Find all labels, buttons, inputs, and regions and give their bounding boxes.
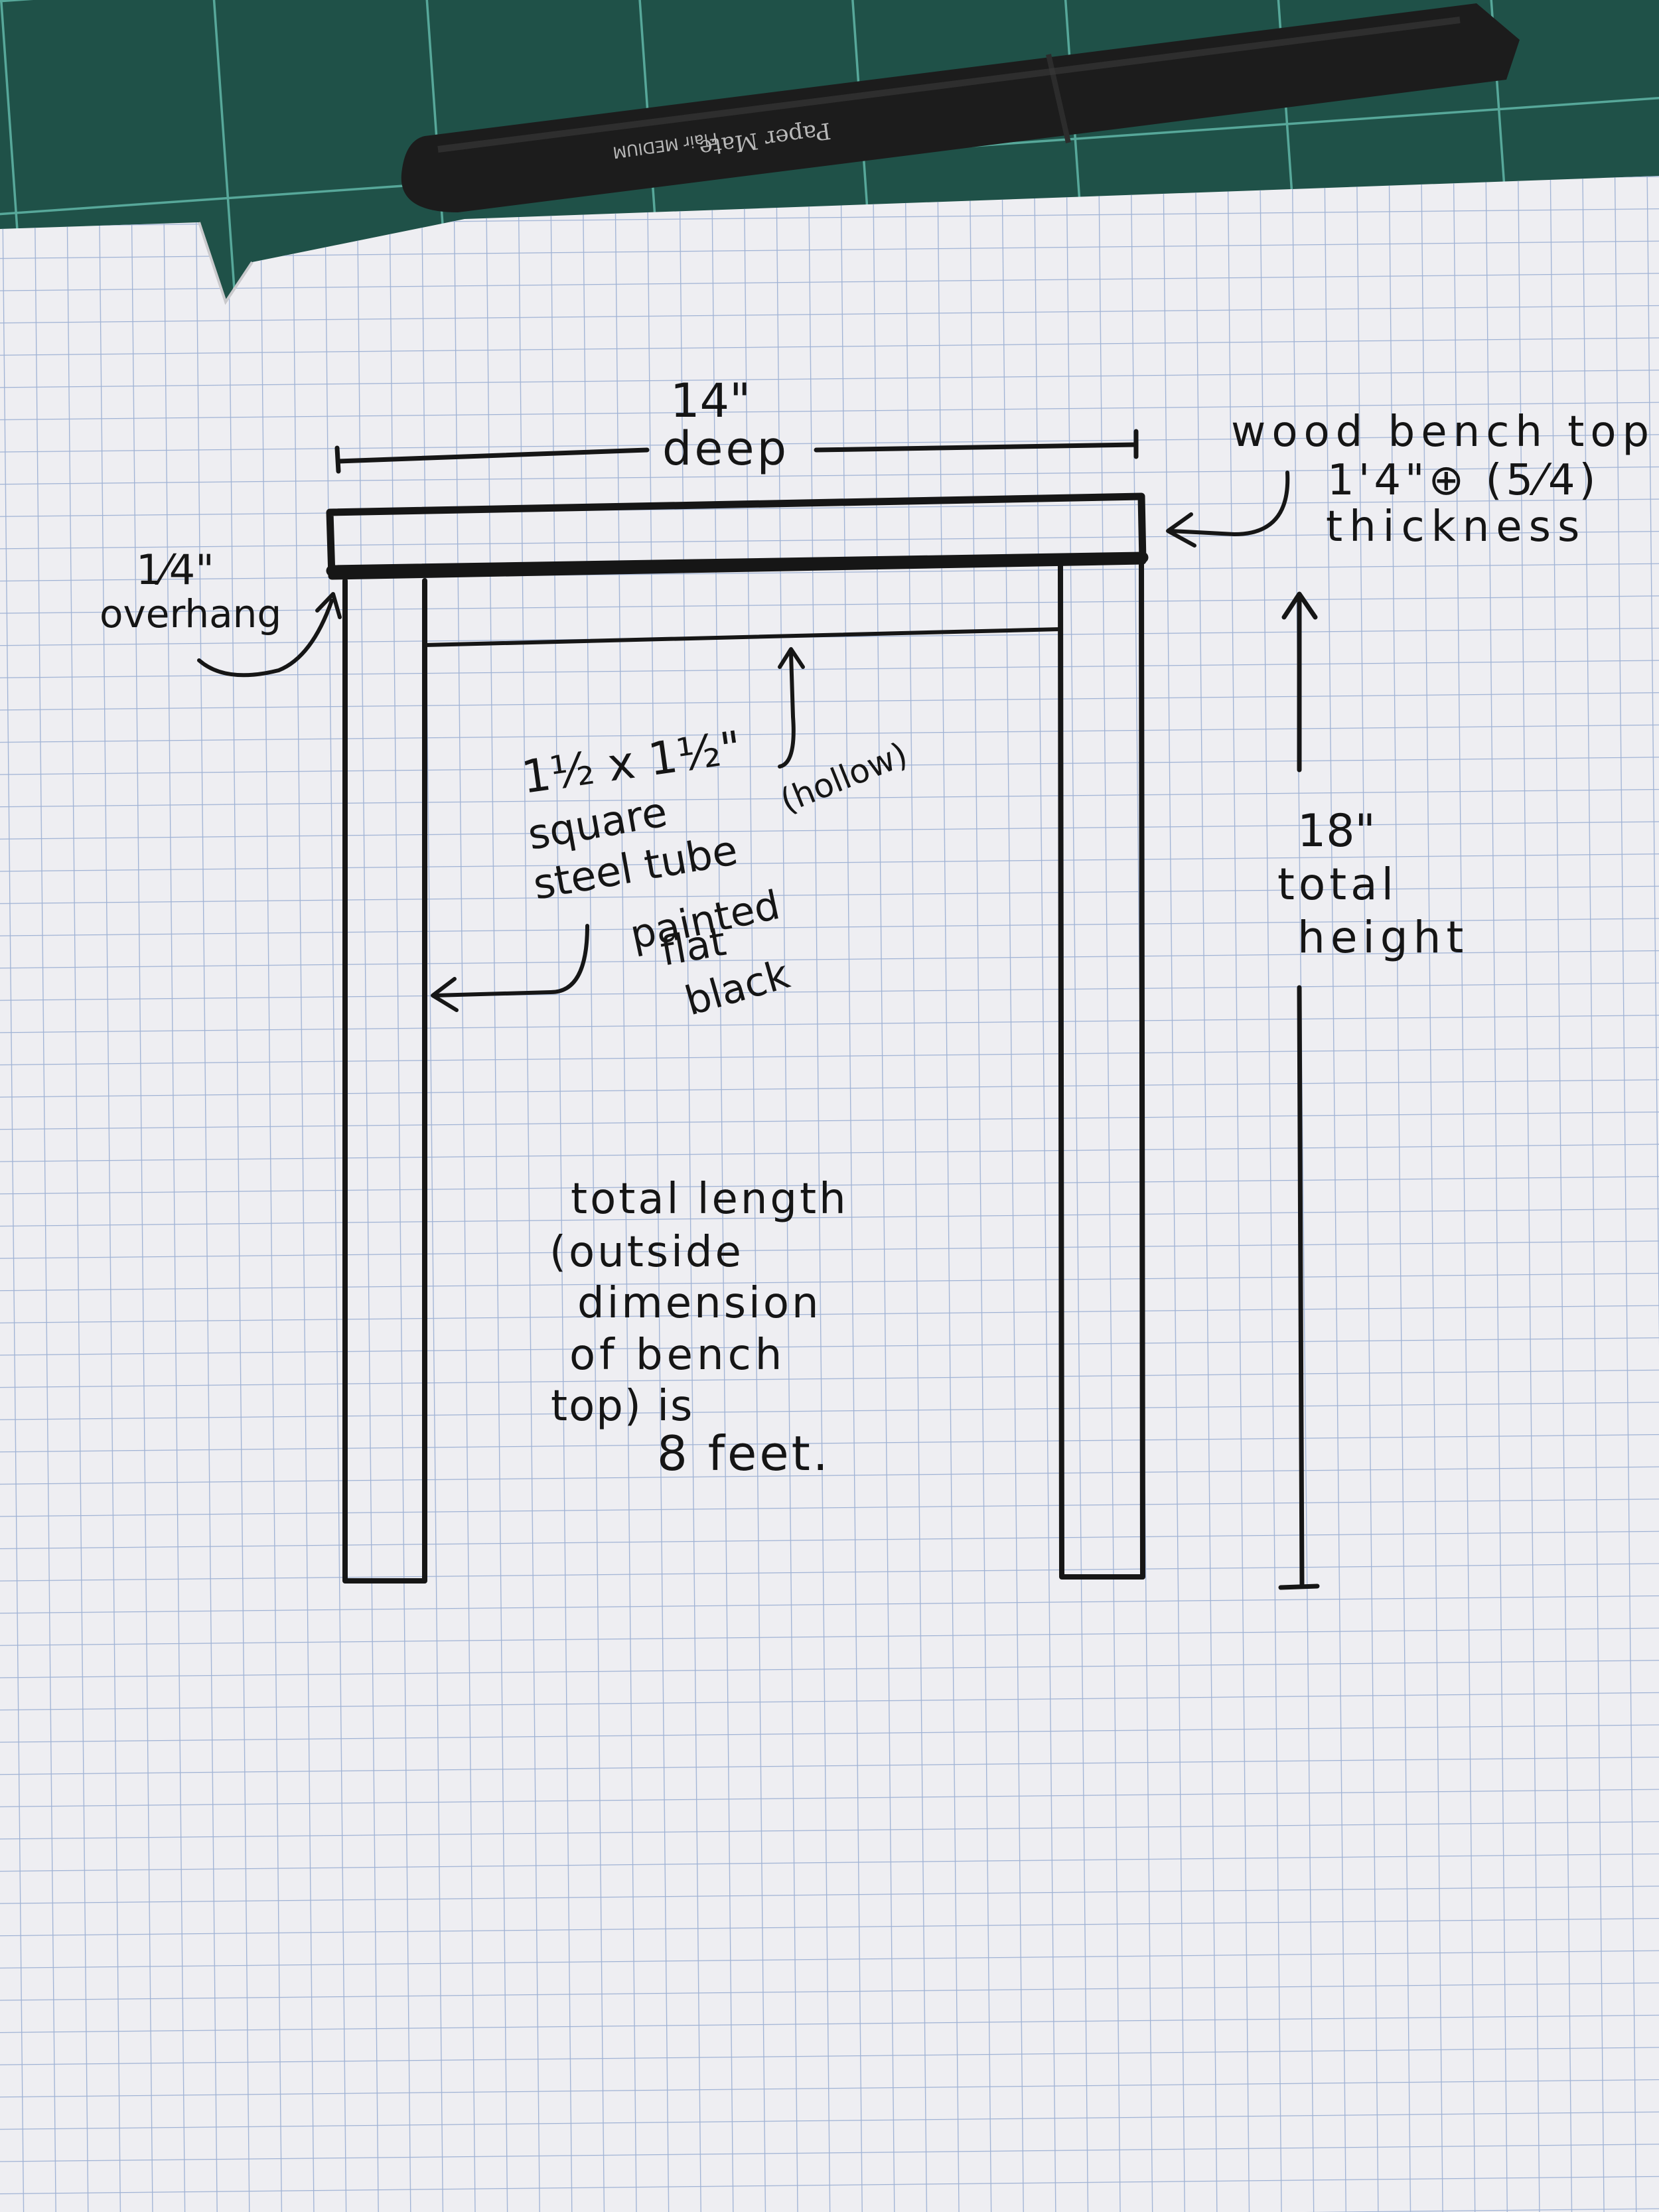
labels: 14" deep wood bench top 1'4"⊕ (5⁄4) thic… <box>100 374 1655 1481</box>
height-value-label: 18" <box>1297 805 1376 857</box>
paint-arrow <box>431 924 589 1012</box>
depth-dimension-line <box>334 429 1139 474</box>
length-note-line3: dimension <box>577 1279 822 1328</box>
length-note-line1: total length <box>571 1175 849 1224</box>
height-dimension-line <box>1278 591 1320 1590</box>
length-note-line4: of bench <box>569 1331 786 1380</box>
top-material-label: wood bench top <box>1231 407 1655 457</box>
depth-word-label: deep <box>662 421 789 476</box>
length-note-line5: top) is <box>551 1382 693 1431</box>
length-note-line6: 8 feet. <box>657 1426 831 1481</box>
overhang-value-label: 1⁄4" <box>136 546 214 594</box>
apron-line <box>423 627 1062 647</box>
top-label-arrow <box>1166 471 1290 548</box>
height-word-label1: total <box>1277 859 1398 910</box>
length-note-line2: (outside <box>549 1228 744 1277</box>
tube-height-arrow <box>778 647 805 769</box>
graph-paper <box>0 176 1659 2212</box>
right-leg <box>1058 560 1145 1580</box>
bench-drawing <box>197 429 1320 1590</box>
left-leg <box>342 578 427 1584</box>
overhang-word-label: overhang <box>100 591 281 636</box>
height-word-label2: height <box>1297 912 1469 963</box>
paint-label-line2: flat <box>657 919 729 976</box>
depth-value-label: 14" <box>670 374 751 428</box>
marker-pen[interactable]: Paper Mate Flair MEDIUM <box>401 3 1520 212</box>
top-thickness-label: 1'4"⊕ (5⁄4) <box>1327 456 1600 505</box>
overhang-arrow <box>197 592 342 678</box>
top-thickness-word: thickness <box>1326 502 1586 552</box>
